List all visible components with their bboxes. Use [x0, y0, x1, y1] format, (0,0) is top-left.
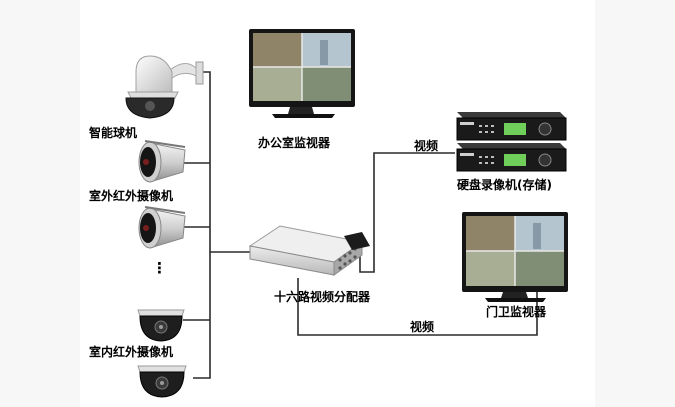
office-monitor-icon — [249, 29, 355, 118]
dvr-label: 硬盘录像机(存储) — [457, 178, 552, 192]
ellipsis-mark: ⋮ — [152, 259, 167, 277]
ptz-camera-icon — [125, 55, 204, 119]
indoor-ir-camera-icon-1 — [137, 309, 185, 342]
ptz-camera-label: 智能球机 — [89, 126, 138, 140]
guard-monitor-icon — [462, 212, 568, 302]
video-label-top: 视频 — [414, 139, 439, 153]
link-distributor-to-dvr — [355, 152, 455, 273]
distributor-label: 十六路视频分配器 — [274, 290, 371, 304]
indoor-ir-camera-icon-2 — [137, 365, 187, 398]
video-label-bottom: 视频 — [410, 320, 435, 334]
dvr-icon — [456, 112, 567, 172]
left-margin — [0, 0, 80, 407]
indoor-ir-camera-label: 室内红外摄像机 — [89, 345, 174, 359]
outdoor-ir-camera-label: 室外红外摄像机 — [89, 189, 174, 203]
guard-monitor-label: 门卫监视器 — [486, 305, 547, 319]
distributor-icon — [248, 225, 370, 276]
office-monitor-label: 办公室监视器 — [258, 136, 331, 150]
outdoor-ir-camera-icon-2 — [138, 206, 186, 249]
right-margin — [595, 0, 675, 407]
link-distributor-to-guard-monitor — [297, 278, 538, 336]
outdoor-ir-camera-icon-1 — [138, 140, 186, 183]
camera-bus-line — [193, 71, 211, 379]
